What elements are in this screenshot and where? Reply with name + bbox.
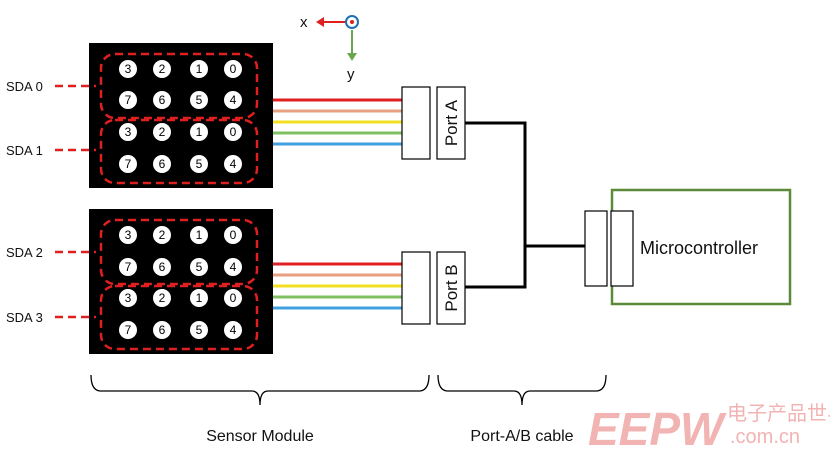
sensor-number: 2 xyxy=(159,291,166,305)
watermark-site: .com.cn xyxy=(730,426,800,448)
sensor-number: 0 xyxy=(230,228,237,242)
sensor-number: 2 xyxy=(159,125,166,139)
sensor-circle xyxy=(224,321,242,339)
sensor-circle xyxy=(224,155,242,173)
eepw-watermark: EEPW 电子产品世界 .com.cn xyxy=(588,402,830,453)
sda2-label: SDA 2 xyxy=(6,245,43,260)
cable-brace xyxy=(437,374,607,406)
sensor-circle xyxy=(224,258,242,276)
sensor-number: 0 xyxy=(230,125,237,139)
sensor-number: 3 xyxy=(125,291,132,305)
sensor-number: 6 xyxy=(159,157,166,171)
sensor-circle xyxy=(190,60,208,78)
sensor-number: 4 xyxy=(230,93,237,107)
watermark-cn: 电子产品世界 xyxy=(727,402,830,425)
sensor-circle xyxy=(153,155,171,173)
sensor-circle xyxy=(119,60,137,78)
sensor-number: 7 xyxy=(125,260,132,274)
sensor-circle xyxy=(153,289,171,307)
sensor-grid: 3 2 1 0 7 6 5 4 3 2 1 0 7 6 5 4 3 2 1 0 7 6 5 4 3 2 1 0 7 6 5 4 xyxy=(119,60,242,339)
sensor-circle xyxy=(153,91,171,109)
axes-indicator: x y xyxy=(300,14,359,83)
mcu-connector-left xyxy=(584,210,608,287)
sda1-label: SDA 1 xyxy=(6,143,43,158)
sensor-circle xyxy=(153,226,171,244)
sensor-circle xyxy=(190,258,208,276)
sensor-number: 5 xyxy=(196,260,203,274)
sensor-circle xyxy=(224,289,242,307)
sensor-circle xyxy=(119,155,137,173)
sensor-circle xyxy=(119,258,137,276)
sensor-circle xyxy=(119,321,137,339)
sensor-module-top xyxy=(89,43,273,188)
sensor-number: 1 xyxy=(196,62,203,76)
sensor-circle xyxy=(153,123,171,141)
sensor-number: 3 xyxy=(125,125,132,139)
connector-a-right xyxy=(436,86,466,160)
sensor-number: 4 xyxy=(230,157,237,171)
connector-b-left xyxy=(401,251,431,325)
sensor-circle xyxy=(119,226,137,244)
y-axis-arrowhead xyxy=(347,53,357,61)
sensor-module-bottom xyxy=(89,209,273,354)
sensor-module-brace xyxy=(90,374,430,406)
sensor-module-caption: Sensor Module xyxy=(206,428,314,445)
sensor-circle xyxy=(119,289,137,307)
ribbon-wires xyxy=(273,98,402,310)
sensor-circle xyxy=(224,91,242,109)
sensor-circle xyxy=(224,60,242,78)
sensor-circle xyxy=(190,123,208,141)
sensor-number: 1 xyxy=(196,291,203,305)
sensor-number: 6 xyxy=(159,260,166,274)
sensor-circle xyxy=(224,123,242,141)
connector-a-left xyxy=(401,86,431,160)
sensor-circle xyxy=(190,289,208,307)
x-axis-label: x xyxy=(300,14,308,31)
sensor-circle xyxy=(190,155,208,173)
cable-from-port-b xyxy=(465,246,527,289)
sensor-number: 7 xyxy=(125,323,132,337)
sensor-circle xyxy=(190,226,208,244)
sensor-number: 5 xyxy=(196,157,203,171)
x-axis-arrowhead xyxy=(316,17,324,27)
port-b-label: Port B xyxy=(442,264,461,311)
sensor-circle xyxy=(119,123,137,141)
mcu-connector-right xyxy=(610,210,634,287)
sensor-circle xyxy=(153,258,171,276)
y-axis-label: y xyxy=(347,66,355,83)
sensor-number: 1 xyxy=(196,125,203,139)
connector-b-right xyxy=(436,251,466,325)
sensor-number: 3 xyxy=(125,62,132,76)
sensor-number: 0 xyxy=(230,291,237,305)
sensor-circle xyxy=(224,226,242,244)
sensor-number: 7 xyxy=(125,93,132,107)
sensor-circle xyxy=(153,60,171,78)
watermark-logo: EEPW xyxy=(588,403,727,453)
sensor-circle xyxy=(153,321,171,339)
sensor-number: 4 xyxy=(230,323,237,337)
sensor-number: 3 xyxy=(125,228,132,242)
sensor-number: 6 xyxy=(159,323,166,337)
sensor-number: 5 xyxy=(196,323,203,337)
sda-labels: SDA 0 SDA 1 SDA 2 SDA 3 xyxy=(6,79,96,325)
sensor-number: 2 xyxy=(159,228,166,242)
sensor-number: 1 xyxy=(196,228,203,242)
sensor-number: 0 xyxy=(230,62,237,76)
cable-from-port-a xyxy=(465,121,585,248)
sensor-number: 6 xyxy=(159,93,166,107)
sda0-label: SDA 0 xyxy=(6,79,43,94)
port-a-label: Port A xyxy=(442,99,461,146)
sensor-circle xyxy=(190,91,208,109)
cable-caption: Port-A/B cable xyxy=(470,428,573,445)
microcontroller-label: Microcontroller xyxy=(640,238,758,258)
axis-origin-dot xyxy=(350,20,354,24)
sensor-circle xyxy=(119,91,137,109)
sensor-number: 5 xyxy=(196,93,203,107)
sensor-number: 4 xyxy=(230,260,237,274)
sensor-number: 7 xyxy=(125,157,132,171)
sda3-label: SDA 3 xyxy=(6,310,43,325)
sensor-number: 2 xyxy=(159,62,166,76)
sensor-circle xyxy=(190,321,208,339)
